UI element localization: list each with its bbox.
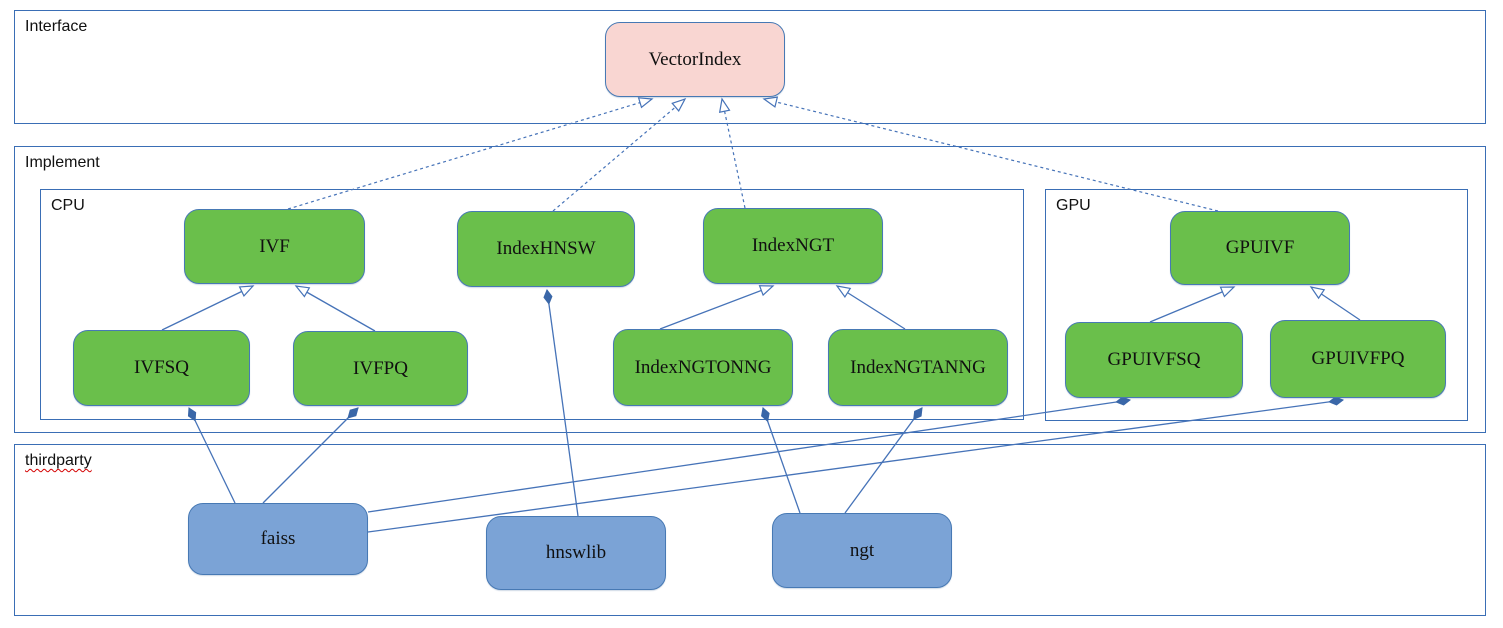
node-vectorindex[interactable]: VectorIndex [605,22,785,97]
node-indexhnsw-label: IndexHNSW [496,238,596,259]
node-vectorindex-label: VectorIndex [648,48,742,70]
node-ivf-label: IVF [259,235,290,257]
node-ivfpq[interactable]: IVFPQ [293,331,468,406]
node-ivfsq-label: IVFSQ [134,357,189,378]
node-gpuivf[interactable]: GPUIVF [1170,211,1350,285]
container-gpu-label: GPU [1056,197,1091,214]
container-cpu-label: CPU [51,197,85,214]
node-ngt[interactable]: ngt [772,513,952,588]
node-ivfsq[interactable]: IVFSQ [73,330,250,406]
node-indexngt[interactable]: IndexNGT [703,208,883,284]
node-gpuivf-label: GPUIVF [1225,237,1295,258]
container-interface-label: Interface [25,18,88,35]
container-interface: Interface [14,10,1486,124]
node-faiss[interactable]: faiss [188,503,368,575]
node-indexngtanng-label: IndexNGTANNG [850,356,986,378]
node-ivf[interactable]: IVF [184,209,365,284]
node-indexngtonng-label: IndexNGTONNG [634,356,772,378]
node-indexngt-label: IndexNGT [751,235,835,256]
node-gpuivfpq-label: GPUIVFPQ [1311,348,1405,369]
node-gpuivfpq[interactable]: GPUIVFPQ [1270,320,1446,398]
node-indexngtanng[interactable]: IndexNGTANNG [828,329,1008,406]
node-ngt-label: ngt [849,539,875,561]
node-hnswlib-label: hnswlib [545,542,607,563]
node-gpuivfsq[interactable]: GPUIVFSQ [1065,322,1243,398]
node-faiss-label: faiss [260,528,296,549]
container-implement-label: Implement [25,154,100,171]
node-ivfpq-label: IVFPQ [353,357,408,379]
node-gpuivfsq-label: GPUIVFSQ [1107,349,1201,370]
container-thirdparty-label: thirdparty [25,452,92,469]
node-indexhnsw[interactable]: IndexHNSW [457,211,635,287]
node-indexngtonng[interactable]: IndexNGTONNG [613,329,793,406]
node-hnswlib[interactable]: hnswlib [486,516,666,590]
